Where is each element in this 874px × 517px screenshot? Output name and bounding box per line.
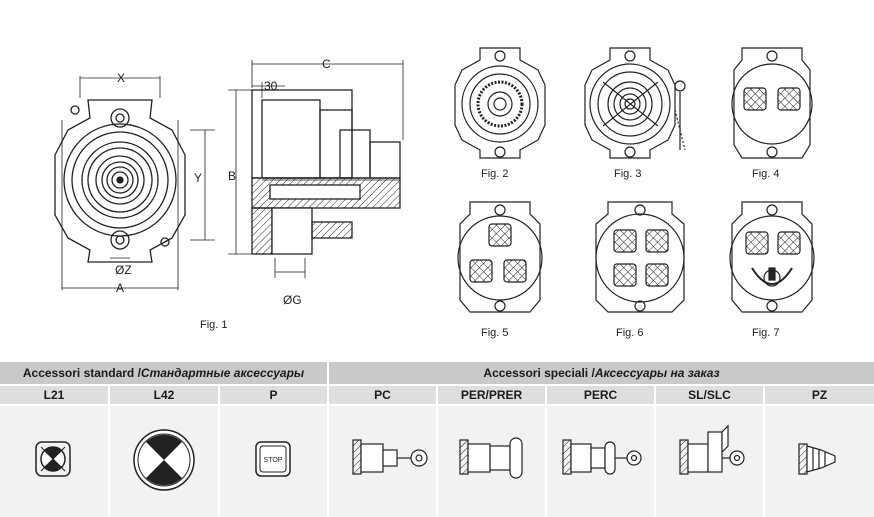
code-pz: PZ <box>765 386 874 404</box>
standard-title-ru: Стандартные аксессуары <box>140 366 305 380</box>
fig6-drawing <box>595 201 685 313</box>
dim-x: X <box>117 71 125 85</box>
fig7-label: Fig. 7 <box>752 327 780 339</box>
cell-pc <box>329 406 436 517</box>
l42-drawing <box>133 429 195 491</box>
cell-p: STOP <box>220 406 327 517</box>
dim-thirty: 30 <box>264 79 278 93</box>
l21-drawing <box>35 441 71 477</box>
cell-l42 <box>110 406 218 517</box>
perc-drawing <box>562 439 642 475</box>
fig3-drawing <box>584 47 686 159</box>
p-stop-drawing: STOP <box>255 441 291 477</box>
special-title: Accessori speciali <box>483 366 589 380</box>
special-title-ru: Аксессуары на заказ <box>594 366 720 380</box>
pz-drawing <box>798 443 836 475</box>
code-l42: L42 <box>110 386 218 404</box>
fig3-label: Fig. 3 <box>614 168 642 180</box>
code-l21: L21 <box>0 386 108 404</box>
standard-title: Accessori standard <box>22 366 135 380</box>
fig4-label: Fig. 4 <box>752 168 780 180</box>
standard-accessories-header: Accessori standard /Стандартные аксессуа… <box>0 362 327 384</box>
dim-c: C <box>322 57 331 71</box>
fig4-drawing <box>731 47 813 159</box>
fig7-drawing <box>729 201 815 313</box>
dim-z: ØZ <box>115 263 132 277</box>
fig5-drawing <box>457 201 543 313</box>
cell-pz <box>765 406 874 517</box>
code-p: P <box>220 386 327 404</box>
sl-slc-drawing <box>679 424 745 475</box>
dim-g: ØG <box>283 293 302 307</box>
code-sl-slc: SL/SLC <box>656 386 763 404</box>
fig1-label: Fig. 1 <box>200 319 228 331</box>
per-prer-drawing <box>459 437 523 479</box>
cell-per-prer <box>438 406 545 517</box>
dim-y: Y <box>194 171 202 185</box>
code-per-prer: PER/PRER <box>438 386 545 404</box>
stop-text: STOP <box>264 457 283 464</box>
dim-a: A <box>116 281 124 295</box>
dim-b: B <box>228 169 236 183</box>
accessories-table: Accessori standard /Стандартные аксессуа… <box>0 362 874 517</box>
technical-drawings: X Y ØZ A C 30 B ØG <box>54 47 815 313</box>
fig1-front-view <box>54 76 215 290</box>
cell-perc <box>547 406 654 517</box>
fig5-label: Fig. 5 <box>481 327 509 339</box>
fig1-side-view <box>228 60 404 278</box>
cell-l21 <box>0 406 108 517</box>
cell-sl-slc <box>656 406 763 517</box>
pc-drawing <box>352 439 428 475</box>
fig6-label: Fig. 6 <box>616 327 644 339</box>
fig2-label: Fig. 2 <box>481 168 509 180</box>
special-accessories-header: Accessori speciali /Аксессуары на заказ <box>329 362 874 384</box>
code-pc: PC <box>329 386 436 404</box>
fig2-drawing <box>454 47 546 159</box>
code-perc: PERC <box>547 386 654 404</box>
